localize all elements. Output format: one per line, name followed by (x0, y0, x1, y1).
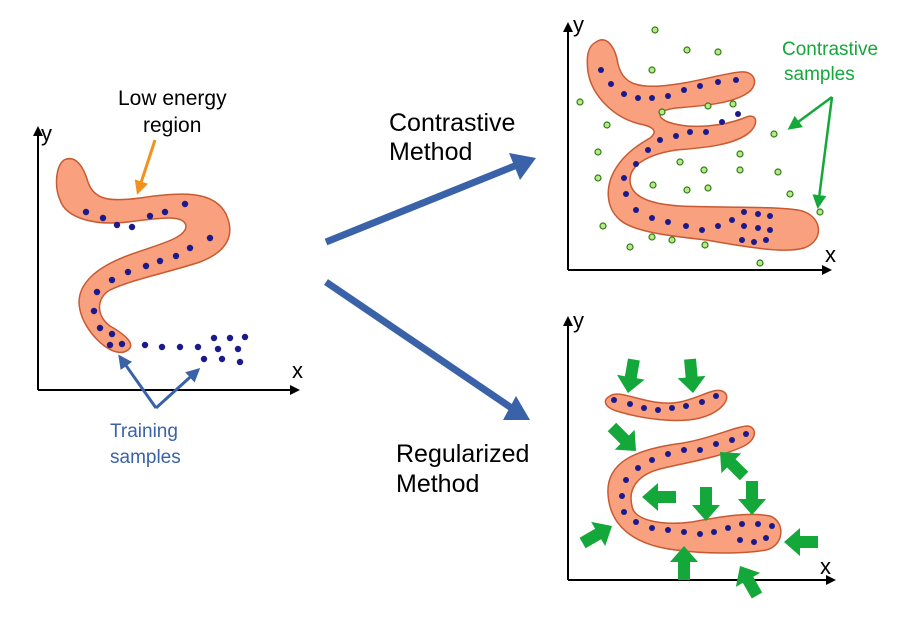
regularized-method-line2: Method (396, 470, 479, 498)
method-arrows: Contrastive Method Regularized Method (324, 109, 536, 498)
green-push-arrow-icon (614, 357, 648, 396)
training-dots-contrastive (598, 67, 773, 245)
contrastive-samples-line2: samples (784, 64, 855, 85)
contrastive-dots (576, 26, 824, 267)
contrastive-method-line1: Contrastive (389, 109, 515, 137)
low-energy-region-contrastive (586, 39, 820, 251)
green-push-arrow-icon (676, 357, 707, 395)
green-push-arrow-icon (575, 513, 619, 556)
y-axis-label: y (41, 121, 52, 146)
contrastive-samples-line1: Contrastive (782, 39, 878, 60)
x-axis-label: x (825, 242, 836, 267)
contrastive-pointer-arrow-1-icon (787, 95, 833, 130)
panel-regularized: y x (563, 308, 836, 603)
training-dots-left (82, 200, 249, 366)
regularized-arrow-shaft (324, 279, 518, 414)
x-axis-label: x (820, 554, 831, 579)
training-dots-regularized (611, 393, 775, 545)
low-energy-region (55, 157, 231, 354)
low-energy-region-top-band (604, 389, 728, 422)
regularized-big-arrow-icon (503, 396, 530, 420)
green-push-arrow-icon (784, 528, 818, 556)
training-label-line1: Training (110, 421, 178, 442)
x-axis-label: x (292, 358, 303, 383)
training-pointer-arrow-right-icon (154, 367, 201, 410)
green-push-arrow-icon (642, 483, 676, 511)
orange-pointer-arrow-icon (134, 139, 157, 195)
contrastive-arrow-shaft (324, 159, 524, 246)
panel-contrastive: y x (563, 12, 878, 275)
training-pointer-arrow-left-icon (118, 354, 158, 409)
training-label-line2: samples (110, 447, 181, 468)
y-axis-label: y (573, 12, 584, 37)
y-axis-label: y (573, 308, 584, 333)
contrastive-pointer-arrow-2-icon (812, 96, 834, 209)
panel-original: y x Low energy region Training sam (33, 87, 303, 468)
low-energy-label-line1: Low energy (118, 87, 227, 110)
green-push-arrow-icon (692, 487, 720, 521)
regularized-method-line1: Regularized (396, 440, 529, 468)
contrastive-method-line2: Method (389, 138, 472, 166)
low-energy-label-line2: region (143, 114, 201, 137)
green-push-arrow-icon (738, 481, 766, 515)
contrastive-big-arrow-icon (509, 153, 536, 180)
